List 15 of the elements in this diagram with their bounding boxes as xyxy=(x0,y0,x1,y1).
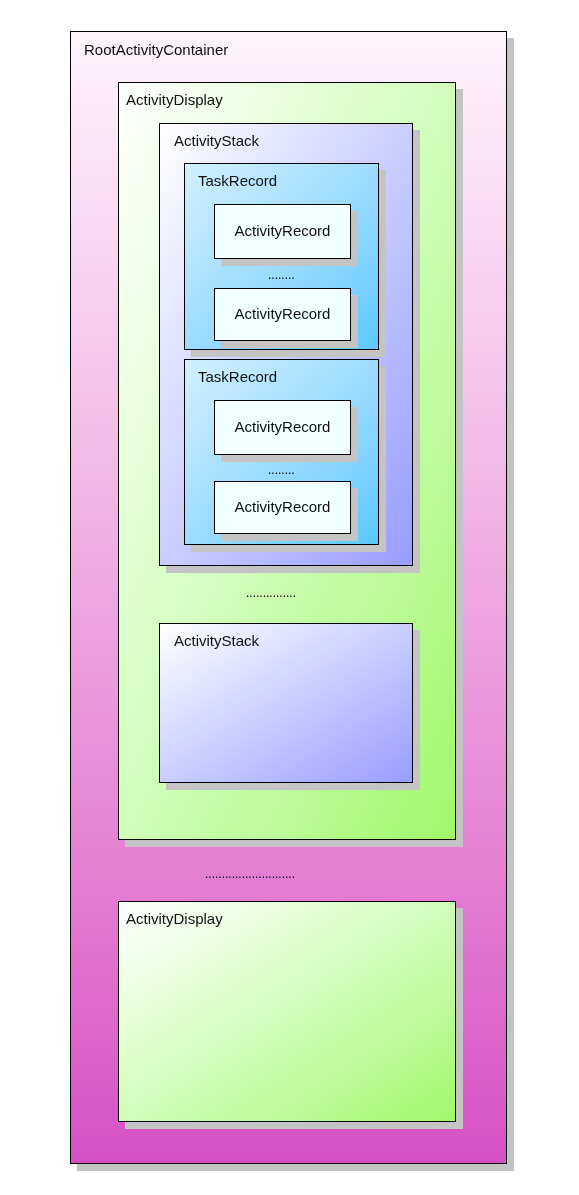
ellipsis-dots: ............... xyxy=(246,586,296,600)
box-title: ActivityDisplay xyxy=(126,909,223,929)
box-title: ActivityRecord xyxy=(233,417,332,438)
box-title: ActivityRecord xyxy=(233,304,332,325)
box-title: RootActivityContainer xyxy=(84,40,229,60)
box-title: ActivityStack xyxy=(174,631,260,651)
ellipsis-dots: ........................... xyxy=(205,867,296,881)
box-title: ActivityDisplay xyxy=(126,90,223,110)
box-title: TaskRecord xyxy=(198,367,278,387)
box-title: TaskRecord xyxy=(198,171,278,191)
ellipsis-dots: ........ xyxy=(268,268,295,282)
box-title: ActivityRecord xyxy=(233,497,332,518)
box-title: ActivityStack xyxy=(174,131,260,151)
box-title: ActivityRecord xyxy=(233,221,332,242)
ellipsis-dots: ........ xyxy=(268,463,295,477)
